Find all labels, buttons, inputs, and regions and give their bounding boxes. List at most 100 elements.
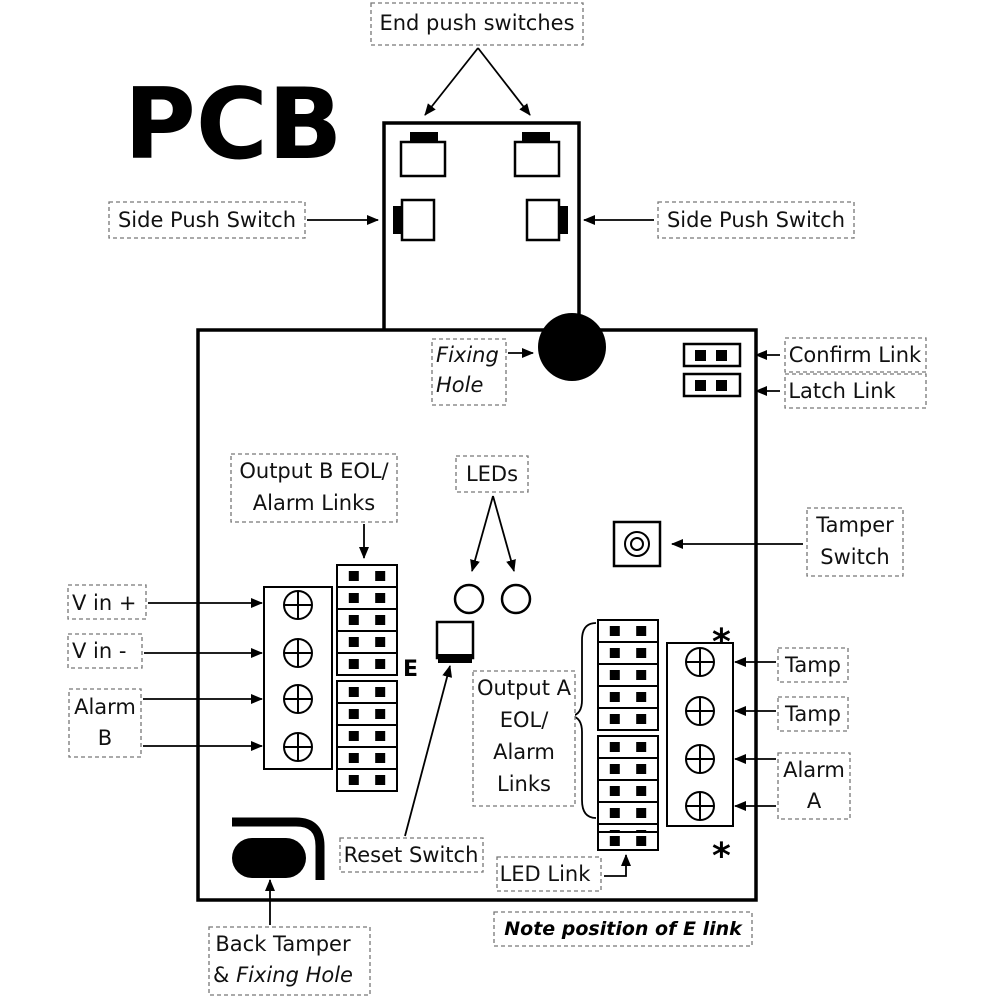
confirm-link-jumper xyxy=(682,342,742,368)
output-b-link-row xyxy=(336,724,398,748)
arrow-led-right xyxy=(492,495,516,572)
output-b-link-pin xyxy=(375,571,386,581)
label-box-vin-plus xyxy=(67,584,147,620)
output-a-link-pin xyxy=(636,714,647,724)
label-box-output-b xyxy=(230,453,398,523)
label-output-a-4: Links xyxy=(497,772,551,796)
label-led-link: LED Link xyxy=(500,862,592,886)
output-a-link-pin xyxy=(636,692,647,702)
label-side-push-left: Side Push Switch xyxy=(118,208,296,232)
arrow-led-link xyxy=(604,854,631,877)
label-back-tamper-2: & Fixing Hole xyxy=(213,963,353,987)
output-a-link-row xyxy=(597,735,659,759)
led-link-pin xyxy=(636,836,647,846)
output-b-link-row xyxy=(336,768,398,792)
label-output-b-2: Alarm Links xyxy=(253,491,375,515)
label-alarm-a-2: A xyxy=(807,789,822,813)
output-a-link-pin xyxy=(609,648,620,658)
label-output-b-1: Output B EOL/ xyxy=(239,459,389,483)
label-side-push-right: Side Push Switch xyxy=(667,208,845,232)
output-a-link-pin xyxy=(609,670,620,680)
output-a-link-pin xyxy=(636,764,647,774)
output-a-link-pin xyxy=(609,808,620,818)
output-a-link-pin xyxy=(609,626,620,636)
output-b-link-bank xyxy=(336,564,398,792)
label-alarm-b-1: Alarm xyxy=(74,695,136,719)
label-confirm-link: Confirm Link xyxy=(789,343,922,367)
output-a-link-pin xyxy=(636,786,647,796)
output-a-link-row xyxy=(597,707,659,731)
label-alarm-a-1: Alarm xyxy=(783,758,845,782)
label-output-a-2: EOL/ xyxy=(500,708,549,732)
output-a-link-row xyxy=(597,663,659,687)
output-a-link-row xyxy=(597,685,659,709)
label-box-output-a xyxy=(472,670,576,807)
label-box-side-left xyxy=(108,201,306,239)
label-box-end-push xyxy=(370,2,584,46)
output-b-link-pin xyxy=(348,775,359,785)
tamper-switch xyxy=(612,520,662,568)
output-a-link-pin xyxy=(609,742,620,752)
output-a-link-pin xyxy=(609,764,620,774)
output-b-link-pin xyxy=(348,753,359,763)
output-a-link-pin xyxy=(636,648,647,658)
label-back-tamper-amp: & xyxy=(213,963,236,987)
output-b-link-pin xyxy=(348,659,359,669)
end-push-switch-left xyxy=(399,132,447,178)
side-push-switch-left xyxy=(393,198,436,242)
output-b-link-pin xyxy=(375,731,386,741)
led-link-row xyxy=(597,831,659,851)
output-b-link-pin xyxy=(348,709,359,719)
output-b-link-row xyxy=(336,630,398,654)
output-b-link-pin xyxy=(375,775,386,785)
label-box-alarm-a xyxy=(777,752,851,820)
output-b-link-pin xyxy=(375,709,386,719)
label-end-push-switches: End push switches xyxy=(379,11,574,35)
arrow-reset-switch xyxy=(404,665,453,837)
label-output-a-1: Output A xyxy=(477,676,572,700)
output-b-link-row xyxy=(336,652,398,676)
output-b-link-pin xyxy=(348,731,359,741)
output-b-link-pin xyxy=(375,753,386,763)
output-a-link-pin xyxy=(609,714,620,724)
reset-switch xyxy=(435,620,475,663)
output-a-link-row xyxy=(597,779,659,803)
output-b-link-pin xyxy=(348,637,359,647)
label-box-side-right xyxy=(657,201,855,239)
output-a-link-pin xyxy=(636,742,647,752)
led-left xyxy=(453,583,485,615)
output-a-link-row xyxy=(597,757,659,781)
right-terminal-block xyxy=(666,642,734,827)
output-b-link-row xyxy=(336,564,398,588)
label-box-note xyxy=(493,911,753,947)
label-box-back-tamper xyxy=(208,926,371,996)
latch-link-jumper xyxy=(682,372,742,398)
fixing-hole xyxy=(538,313,606,381)
led-link-pin xyxy=(609,836,620,846)
output-a-link-row xyxy=(597,619,659,643)
output-a-link-row xyxy=(597,801,659,825)
label-tamp-1: Tamp xyxy=(784,653,841,677)
arrow-end-push-right xyxy=(477,47,531,116)
output-a-link-bank xyxy=(597,619,659,851)
output-b-link-row xyxy=(336,586,398,610)
output-a-link-pin xyxy=(636,808,647,818)
label-box-alarm-b xyxy=(68,688,142,758)
label-tamp-2: Tamp xyxy=(784,702,841,726)
label-note: Note position of E link xyxy=(504,918,743,940)
output-b-link-pin xyxy=(348,593,359,603)
output-b-link-row xyxy=(336,680,398,704)
label-box-fixing xyxy=(431,338,507,406)
arrow-end-push-left xyxy=(424,47,479,116)
output-b-link-pin xyxy=(348,687,359,697)
label-fixing-1: Fixing xyxy=(436,343,499,367)
label-reset-switch: Reset Switch xyxy=(344,843,479,867)
output-a-link-pin xyxy=(636,670,647,680)
label-output-a-3: Alarm xyxy=(493,740,555,764)
label-box-confirm xyxy=(784,337,927,373)
left-terminal-block xyxy=(263,586,333,770)
label-tamper-1: Tamper xyxy=(815,513,894,537)
output-a-link-pin xyxy=(609,692,620,702)
label-box-tamper xyxy=(806,507,904,577)
